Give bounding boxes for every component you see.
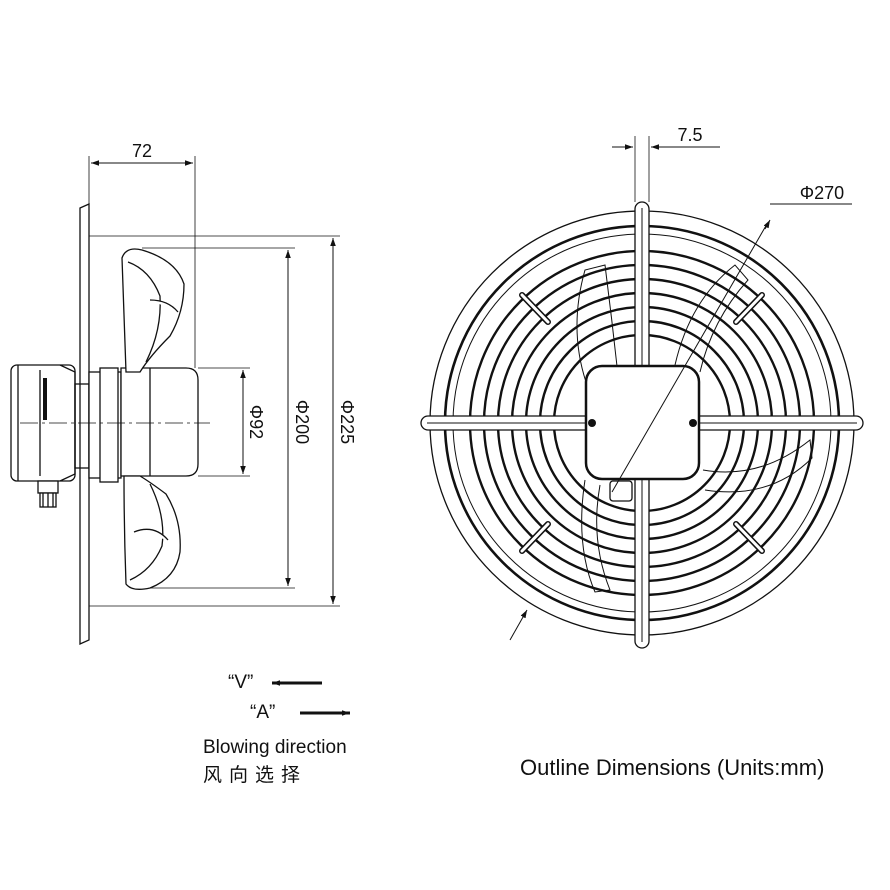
fan-blades [121,248,185,590]
label-a: “A” [250,702,276,723]
side-view [10,156,340,646]
dim-plate-label: Φ225 [337,400,357,444]
mounting-plate [79,202,90,646]
dim-rib-label: 7.5 [677,125,702,145]
dim-depth-label: 72 [132,141,152,161]
dim-guard-label: Φ270 [800,183,844,203]
motor-hub [584,364,701,481]
front-view [420,136,864,649]
label-v: “V” [228,672,254,693]
dim-blade-label: Φ200 [292,400,312,444]
cable-gland [37,480,59,508]
motor-body [88,367,199,483]
outline-caption: Outline Dimensions (Units:mm) [520,755,825,780]
blowing-direction-en: Blowing direction [203,737,347,758]
blowing-direction-cn: 风向选择 [203,764,308,786]
dim-hub-label: Φ92 [246,405,266,439]
front-cable-gland [609,480,633,502]
direction-arrows [272,680,350,716]
front-blades [576,264,813,593]
